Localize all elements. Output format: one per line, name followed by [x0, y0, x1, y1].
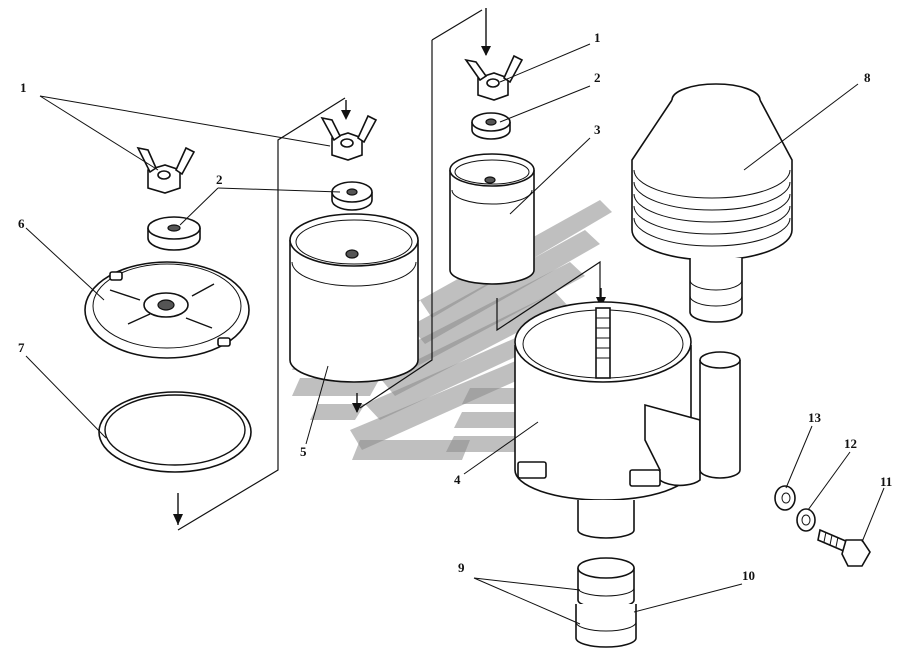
part-labels: 1 1 2 2 3 4 5 6 7 8 9 10 11 12 13 — [18, 30, 892, 583]
leader-lines — [25, 43, 885, 625]
label-10: 10 — [742, 568, 755, 583]
cap-cone — [631, 83, 793, 323]
filter-housing — [514, 301, 741, 539]
wing-nut-right — [464, 54, 524, 101]
assembly-path-lines — [177, 9, 651, 531]
flat-washer — [774, 485, 796, 511]
label-8: 8 — [864, 70, 871, 85]
label-11: 11 — [880, 474, 892, 489]
label-2-right: 2 — [594, 70, 601, 85]
spring-washer — [796, 508, 816, 532]
washer-middle — [331, 181, 373, 211]
wing-nut-middle — [320, 114, 378, 161]
filter-element-large — [289, 213, 419, 383]
label-13: 13 — [808, 410, 822, 425]
label-6: 6 — [18, 216, 25, 231]
bolt — [817, 528, 871, 567]
washer-left — [147, 216, 201, 251]
label-12: 12 — [844, 436, 857, 451]
label-3: 3 — [594, 122, 601, 137]
label-4: 4 — [454, 472, 461, 487]
label-1-left: 1 — [20, 80, 27, 95]
wing-nut-left — [136, 146, 196, 194]
o-ring — [98, 391, 252, 473]
filter-element-small — [449, 153, 535, 285]
bushing-upper — [577, 557, 635, 609]
label-1-right: 1 — [594, 30, 601, 45]
label-5: 5 — [300, 444, 307, 459]
cover-disc — [84, 261, 250, 359]
label-7: 7 — [18, 340, 25, 355]
bushing-lower — [575, 604, 637, 648]
label-9: 9 — [458, 560, 465, 575]
label-2-left: 2 — [216, 172, 223, 187]
washer-right — [471, 112, 511, 140]
